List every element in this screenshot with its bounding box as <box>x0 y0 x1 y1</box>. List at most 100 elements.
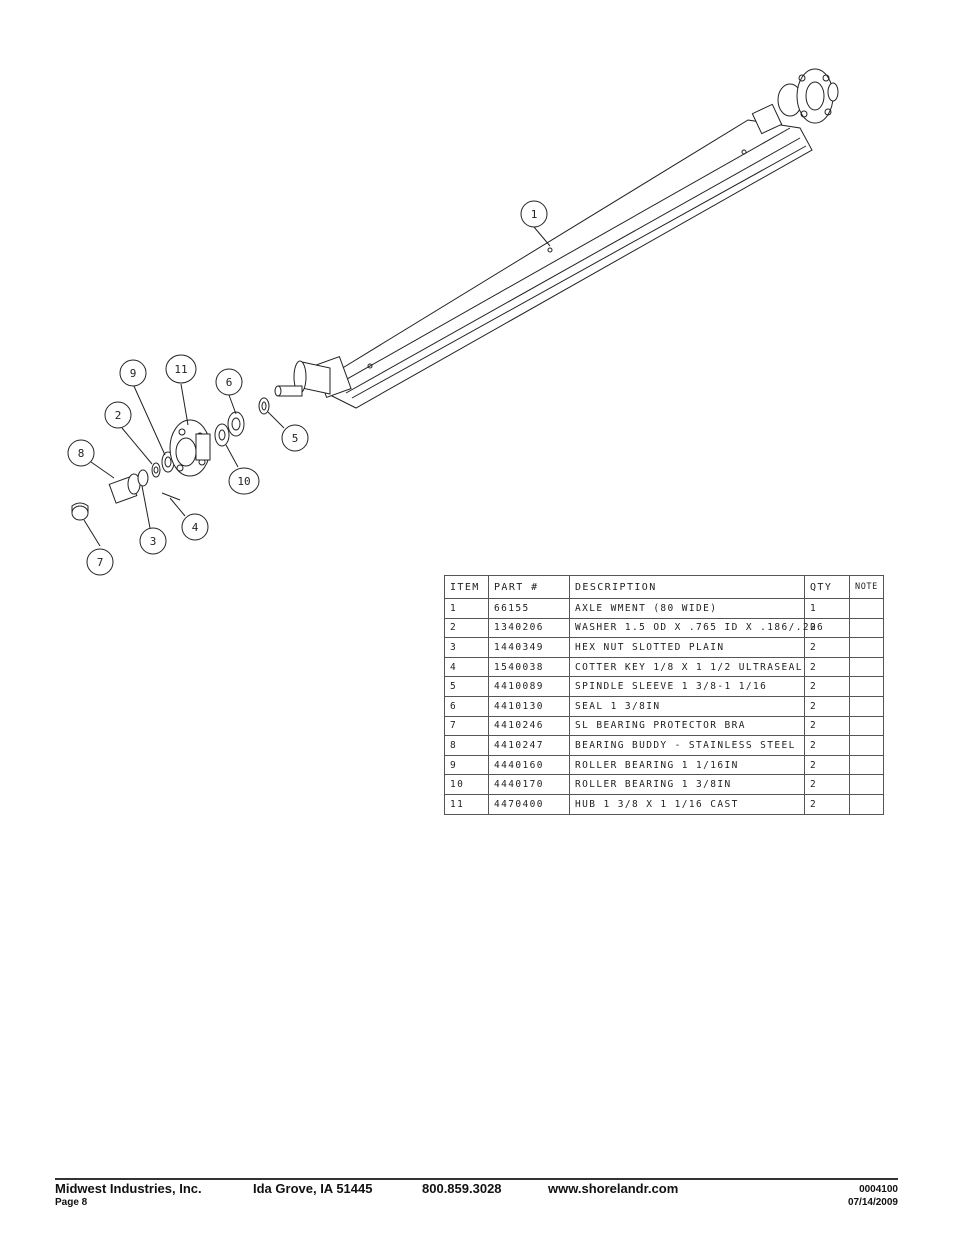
cell-part: 4470400 <box>488 793 570 815</box>
callout-2: 2 <box>104 401 132 429</box>
cell-qty: 2 <box>804 656 850 678</box>
cell-note <box>849 656 884 678</box>
cell-qty: 2 <box>804 695 850 717</box>
header-description: DESCRIPTION <box>569 575 805 599</box>
cell-part: 1440349 <box>488 637 570 658</box>
cell-part: 4440170 <box>488 774 570 795</box>
cell-part: 4440160 <box>488 754 570 776</box>
cell-item: 10 <box>444 774 489 795</box>
cell-note <box>849 735 884 756</box>
cell-description: HEX NUT SLOTTED PLAIN <box>569 637 805 658</box>
cell-item: 7 <box>444 715 489 737</box>
cell-item: 5 <box>444 676 489 697</box>
svg-text:7: 7 <box>97 556 104 569</box>
header-note: NOTE <box>849 575 884 599</box>
cell-description: ROLLER BEARING 1 1/16IN <box>569 754 805 776</box>
cell-note <box>849 754 884 776</box>
header-part: PART # <box>488 575 570 599</box>
cell-description: AXLE WMENT (80 WIDE) <box>569 598 805 619</box>
cell-item: 4 <box>444 656 489 678</box>
cell-note <box>849 637 884 658</box>
header-qty: QTY <box>804 575 850 599</box>
svg-text:9: 9 <box>130 367 137 380</box>
cell-note <box>849 695 884 717</box>
callout-10: 10 <box>228 467 260 495</box>
svg-text:11: 11 <box>174 363 187 376</box>
footer-company: Midwest Industries, Inc. <box>55 1181 202 1196</box>
cell-qty: 2 <box>804 637 850 658</box>
cell-part: 66155 <box>488 598 570 619</box>
cell-item: 1 <box>444 598 489 619</box>
cell-part: 1340206 <box>488 617 570 639</box>
footer-website: www.shorelandr.com <box>548 1181 679 1196</box>
cell-description: COTTER KEY 1/8 X 1 1/2 ULTRASEAL <box>569 656 805 678</box>
svg-text:5: 5 <box>292 432 299 445</box>
callout-11: 11 <box>165 354 197 384</box>
cell-description: HUB 1 3/8 X 1 1/16 CAST <box>569 793 805 815</box>
cell-note <box>849 715 884 737</box>
svg-text:2: 2 <box>115 409 122 422</box>
cell-part: 4410130 <box>488 695 570 717</box>
cell-description: SEAL 1 3/8IN <box>569 695 805 717</box>
cell-description: SL BEARING PROTECTOR BRA <box>569 715 805 737</box>
footer-doc-number: 0004100 <box>859 1184 898 1195</box>
cell-note <box>849 676 884 697</box>
cell-item: 3 <box>444 637 489 658</box>
footer-location: Ida Grove, IA 51445 <box>253 1181 373 1196</box>
svg-text:6: 6 <box>226 376 233 389</box>
cell-item: 2 <box>444 617 489 639</box>
cell-qty: 1 <box>804 598 850 619</box>
cell-part: 1540038 <box>488 656 570 678</box>
callouts: 1 2 3 4 5 6 7 8 9 10 11 <box>67 200 548 576</box>
callout-5: 5 <box>281 424 309 452</box>
footer-date: 07/14/2009 <box>847 1197 898 1208</box>
footer-divider <box>55 1178 898 1180</box>
cell-note <box>849 793 884 815</box>
cell-note <box>849 598 884 619</box>
footer-page-number: Page 8 <box>55 1197 88 1208</box>
cell-item: 11 <box>444 793 489 815</box>
cell-part: 4410089 <box>488 676 570 697</box>
cell-qty: 2 <box>804 754 850 776</box>
cell-qty: 2 <box>804 774 850 795</box>
cell-description: SPINDLE SLEEVE 1 3/8-1 1/16 <box>569 676 805 697</box>
cell-description: ROLLER BEARING 1 3/8IN <box>569 774 805 795</box>
cell-qty: 2 <box>804 735 850 756</box>
svg-text:8: 8 <box>78 447 85 460</box>
callout-1: 1 <box>520 200 548 228</box>
table-header-row: ITEM PART # DESCRIPTION QTY NOTE <box>444 575 884 599</box>
cell-note <box>849 617 884 639</box>
callout-9: 9 <box>119 359 147 387</box>
cell-part: 4410247 <box>488 735 570 756</box>
callout-4: 4 <box>181 513 209 541</box>
footer-phone: 800.859.3028 <box>422 1181 502 1196</box>
svg-text:10: 10 <box>237 475 250 488</box>
cell-qty: 2 <box>804 715 850 737</box>
cell-note <box>849 774 884 795</box>
callout-3: 3 <box>139 527 167 555</box>
cell-qty: 2 <box>804 676 850 697</box>
cell-qty: 2 <box>804 617 850 639</box>
callout-7: 7 <box>86 548 114 576</box>
cell-qty: 2 <box>804 793 850 815</box>
svg-text:1: 1 <box>531 208 538 221</box>
cell-part: 4410246 <box>488 715 570 737</box>
axle-exploded-diagram: 1 2 3 4 5 6 7 8 9 10 11 <box>67 68 839 576</box>
svg-text:4: 4 <box>192 521 199 534</box>
cell-item: 6 <box>444 695 489 717</box>
header-item: ITEM <box>444 575 489 599</box>
cell-item: 8 <box>444 735 489 756</box>
callout-leaders <box>83 226 551 547</box>
callout-6: 6 <box>215 368 243 396</box>
cell-description: BEARING BUDDY - STAINLESS STEEL <box>569 735 805 756</box>
